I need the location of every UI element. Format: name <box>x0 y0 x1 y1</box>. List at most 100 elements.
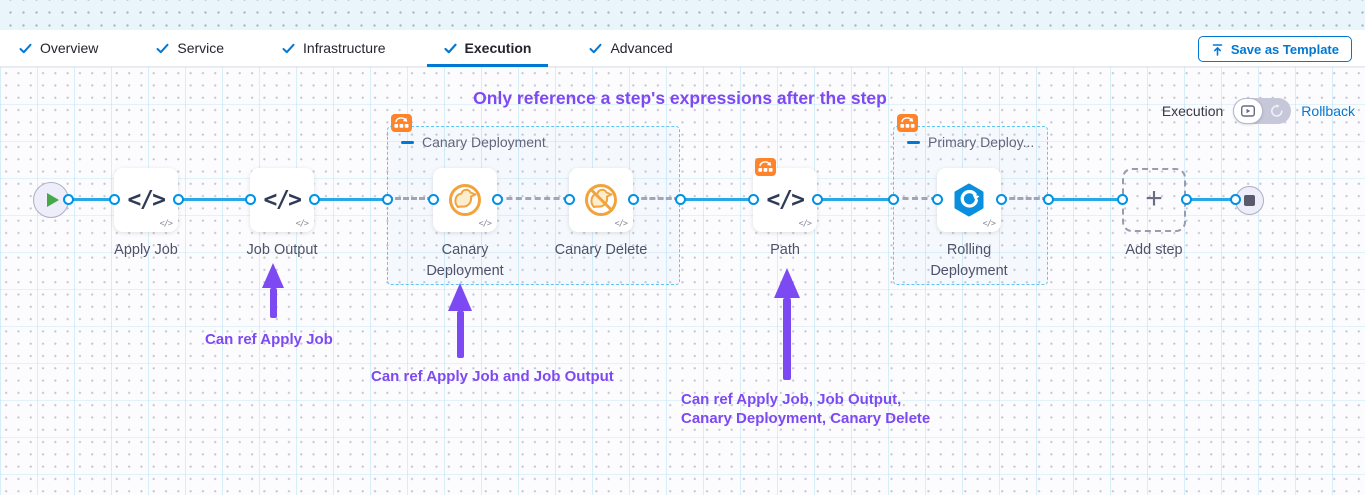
connector-port <box>109 194 120 205</box>
tab-service[interactable]: Service <box>139 30 241 66</box>
annotation-note-2: Can ref Apply Job and Job Output <box>371 368 614 385</box>
step-apply-job[interactable]: </> </> <box>114 168 178 232</box>
execution-mode-label: Execution <box>1161 103 1224 119</box>
upper-canvas-strip <box>0 0 1365 30</box>
tab-advanced[interactable]: Advanced <box>572 30 689 66</box>
connector-line <box>1048 198 1122 201</box>
tab-label: Overview <box>40 40 99 56</box>
group-header: Primary Deploy... <box>907 134 1034 150</box>
step-label-job-output: Job Output <box>246 242 318 258</box>
connector-line-dashed <box>497 197 569 200</box>
connector-line-dashed <box>633 197 680 200</box>
step-label-apply-job: Apply Job <box>114 242 178 258</box>
connector-port <box>888 194 899 205</box>
collapse-minus-icon[interactable] <box>907 140 920 144</box>
canary-icon <box>449 184 481 216</box>
rollback-view-button[interactable] <box>1263 98 1291 124</box>
execution-view-icon <box>1241 105 1256 117</box>
connector-line-dashed <box>1001 197 1048 200</box>
connector-port <box>932 194 943 205</box>
execution-rollback-row: Execution Rollback <box>1162 98 1355 124</box>
code-icon: </> <box>127 187 166 213</box>
stage-tab-bar: Overview Service Infrastructure Executio… <box>0 30 1365 67</box>
pipeline-canvas[interactable] <box>0 67 1365 495</box>
script-corner-icon: </> <box>982 219 996 229</box>
connector-port <box>748 194 759 205</box>
connector-port <box>428 194 439 205</box>
connector-line-dashed <box>387 197 433 200</box>
annotation-arrow-path <box>774 268 800 380</box>
add-step-label: Add step <box>1125 242 1183 258</box>
connector-port <box>564 194 575 205</box>
tab-overview[interactable]: Overview <box>2 30 115 66</box>
annotation-note-1: Can ref Apply Job <box>205 331 333 348</box>
tab-execution[interactable]: Execution <box>426 30 549 67</box>
step-group-icon <box>391 114 412 132</box>
connector-port <box>382 194 393 205</box>
connector-port <box>309 194 320 205</box>
connector-port <box>1117 194 1128 205</box>
collapse-minus-icon[interactable] <box>401 140 414 144</box>
annotation-note-3: Can ref Apply Job, Job Output, Canary De… <box>681 390 930 428</box>
tab-label: Execution <box>464 40 532 56</box>
connector-line <box>680 198 753 201</box>
connector-port <box>1043 194 1054 205</box>
step-label-canary-delete: Canary Delete <box>554 242 648 258</box>
tab-infrastructure[interactable]: Infrastructure <box>265 30 402 66</box>
script-corner-icon: </> <box>614 219 628 229</box>
annotation-note-3-line-1: Can ref Apply Job, Job Output, <box>681 391 902 408</box>
connector-line <box>1186 198 1235 201</box>
check-icon <box>282 43 295 53</box>
step-canary-delete[interactable]: </> <box>569 168 633 232</box>
rollback-link[interactable]: Rollback <box>1301 103 1355 119</box>
connector-line <box>817 198 893 201</box>
script-corner-icon: </> <box>159 219 173 229</box>
connector-port <box>63 194 74 205</box>
tab-label: Service <box>177 40 225 56</box>
step-canary-deployment[interactable]: </> <box>433 168 497 232</box>
code-icon: </> <box>263 187 302 213</box>
tab-label: Infrastructure <box>303 40 386 56</box>
code-icon: </> <box>766 187 805 213</box>
looping-strategy-icon <box>755 158 776 176</box>
check-icon <box>589 43 602 53</box>
connector-port <box>675 194 686 205</box>
step-label-rolling-deployment: Rolling Deployment <box>930 242 1008 279</box>
connector-port <box>173 194 184 205</box>
connector-port <box>812 194 823 205</box>
execution-rollback-toggle[interactable] <box>1233 98 1292 124</box>
annotation-arrow-job-output <box>262 263 284 318</box>
annotation-note-3-line-2: Canary Deployment, Canary Delete <box>681 410 931 427</box>
step-job-output[interactable]: </> </> <box>250 168 314 232</box>
step-label-canary-deployment: Canary Deployment <box>426 242 504 279</box>
canary-delete-icon <box>585 184 617 216</box>
execution-view-button[interactable] <box>1233 98 1264 124</box>
group-title: Primary Deploy... <box>928 134 1035 150</box>
connector-line <box>68 198 114 201</box>
connector-port <box>1181 194 1192 205</box>
connector-line <box>314 198 387 201</box>
connector-line-dashed <box>893 197 937 200</box>
connector-port <box>996 194 1007 205</box>
step-label-path: Path <box>770 242 800 258</box>
script-corner-icon: </> <box>798 219 812 229</box>
step-rolling-deployment[interactable]: </> <box>937 168 1001 232</box>
group-title: Canary Deployment <box>422 134 546 150</box>
connector-port <box>1230 194 1241 205</box>
rollback-view-icon <box>1271 104 1283 117</box>
connector-port <box>628 194 639 205</box>
save-as-template-label: Save as Template <box>1230 41 1339 57</box>
add-step-button[interactable]: + <box>1122 168 1186 232</box>
tab-label: Advanced <box>610 40 673 56</box>
step-group-icon <box>897 114 918 132</box>
group-header: Canary Deployment <box>401 134 546 150</box>
annotation-title: Only reference a step's expressions afte… <box>473 88 887 108</box>
rolling-deployment-icon <box>954 183 984 217</box>
step-path[interactable]: </> </> <box>753 168 817 232</box>
connector-port <box>492 194 503 205</box>
save-as-template-button[interactable]: Save as Template <box>1197 36 1352 62</box>
annotation-arrow-canary-deployment <box>448 283 472 358</box>
connector-port <box>245 194 256 205</box>
script-corner-icon: </> <box>295 219 309 229</box>
